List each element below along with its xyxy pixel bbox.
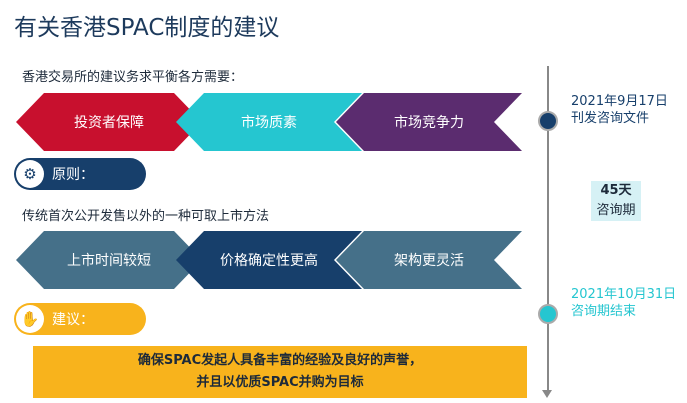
timeline-start-dot bbox=[538, 111, 558, 131]
suggestion-box: 确保SPAC发起人具备丰富的经验及良好的声誉， 并且以优质SPAC并购为目标 bbox=[33, 346, 527, 398]
timeline-line bbox=[547, 66, 549, 392]
suggestion-label: 建议： bbox=[52, 312, 94, 328]
arrow-price-certainty: 价格确定性更高 bbox=[176, 231, 362, 289]
timeline-end-dot bbox=[538, 304, 558, 324]
intro-text: 香港交易所的建议务求平衡各方需要： bbox=[22, 70, 244, 85]
start-date: 2021年9月17日 bbox=[571, 94, 668, 109]
principle-banner: ⚙ 原则： bbox=[14, 158, 146, 190]
arrow-flexible-structure: 架构更灵活 bbox=[336, 231, 522, 289]
head-gear-icon: ⚙ bbox=[16, 160, 44, 188]
suggestion-line-2: 并且以优质SPAC并购为目标 bbox=[196, 375, 364, 390]
consultation-period-box: 45天 咨询期 bbox=[591, 181, 641, 221]
arrow-investor-protection: 投资者保障 bbox=[16, 93, 202, 151]
suggestion-line-1: 确保SPAC发起人具备丰富的经验及良好的声誉， bbox=[137, 353, 423, 368]
arrow-market-quality: 市场质素 bbox=[176, 93, 362, 151]
principle-label: 原则： bbox=[52, 167, 94, 183]
arrow-market-competitiveness: 市场竞争力 bbox=[336, 93, 522, 151]
end-date: 2021年10月31日 bbox=[571, 287, 677, 302]
page-title: 有关香港SPAC制度的建议 bbox=[14, 15, 280, 41]
person-raising-hand-icon: ✋ bbox=[16, 305, 44, 333]
suggestion-banner: ✋ 建议： bbox=[14, 303, 146, 335]
principle-text: 传统首次公开发售以外的一种可取上市方法 bbox=[22, 209, 270, 224]
period-label: 咨询期 bbox=[596, 203, 636, 218]
timeline-end: 2021年10月31日 咨询期结束 bbox=[571, 286, 676, 320]
start-label: 刊发咨询文件 bbox=[571, 111, 650, 126]
arrow-shorter-listing: 上市时间较短 bbox=[16, 231, 202, 289]
period-days: 45天 bbox=[600, 183, 632, 198]
timeline-arrow-icon bbox=[542, 390, 552, 398]
timeline-start: 2021年9月17日 刊发咨询文件 bbox=[571, 93, 668, 127]
end-label: 咨询期结束 bbox=[571, 304, 637, 319]
